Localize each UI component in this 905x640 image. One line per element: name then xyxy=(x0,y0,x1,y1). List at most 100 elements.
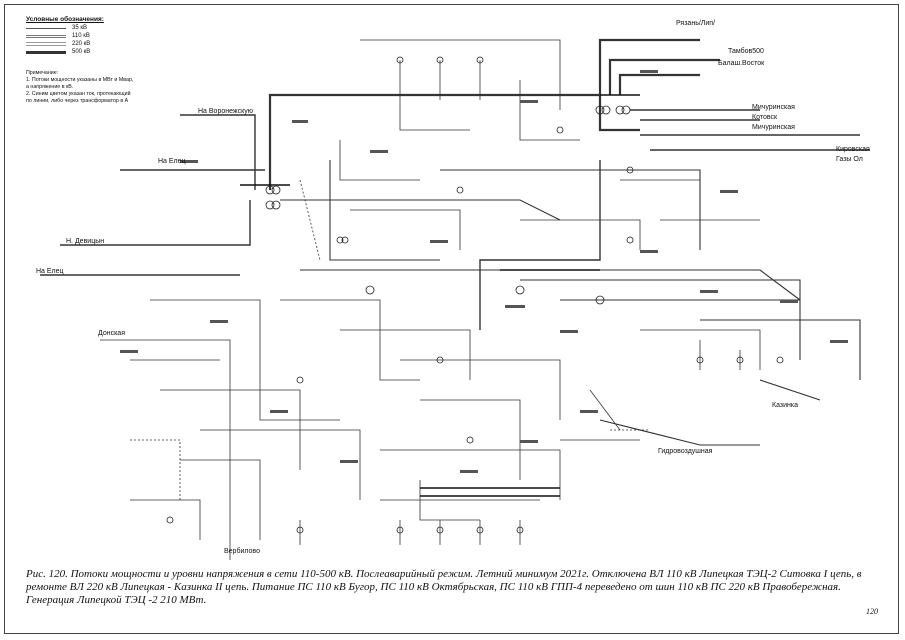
line-35kv xyxy=(130,439,181,500)
line-110kv xyxy=(350,209,461,250)
line-110kv xyxy=(399,60,470,131)
transformer-symbol xyxy=(595,295,605,305)
line-220kv xyxy=(479,160,601,330)
value-tag xyxy=(720,190,738,193)
direction-kirovskaya: Кировская xyxy=(836,146,870,153)
legend-row-220: 220 кВ xyxy=(26,40,146,48)
direction-michurinsk-1: Мичуринская xyxy=(752,104,795,111)
transformer-symbol xyxy=(436,56,444,64)
page-border xyxy=(4,4,899,634)
value-tag xyxy=(560,330,578,333)
transformer-symbol xyxy=(365,285,375,295)
direction-donskaya: Донская xyxy=(98,330,125,337)
value-tag xyxy=(210,320,228,323)
transformer-symbol xyxy=(626,166,634,174)
value-tag xyxy=(780,300,798,303)
line-110kv xyxy=(180,459,261,540)
transformer-symbol xyxy=(456,186,464,194)
transformer-symbol xyxy=(436,356,444,364)
line-110kv xyxy=(160,389,301,470)
transformer-symbol xyxy=(556,126,564,134)
notes: Примечание: 1. Потоки мощности указаны в… xyxy=(26,70,171,105)
value-tag xyxy=(640,250,658,253)
legend-label: 500 кВ xyxy=(72,49,91,55)
notes-line: а напряжение в кВ. xyxy=(26,84,74,90)
value-tag xyxy=(430,240,448,243)
value-tag xyxy=(292,120,308,123)
value-tag xyxy=(700,290,718,293)
line-500kv xyxy=(598,95,640,132)
line-220kv xyxy=(700,319,861,380)
legend-swatch-220 xyxy=(26,42,66,46)
value-tag xyxy=(180,160,198,163)
transformer-symbol xyxy=(615,105,625,115)
line-110kv xyxy=(419,480,480,521)
transformer-symbol xyxy=(396,526,404,534)
legend-row-35: 35 кВ xyxy=(26,24,146,32)
transformer-symbol xyxy=(595,105,605,115)
line-110kv xyxy=(100,339,231,560)
line-220kv xyxy=(520,279,801,360)
line-110kv xyxy=(589,389,621,431)
page-number: 120 xyxy=(866,607,878,616)
direction-gazy: Газы Ол xyxy=(836,156,863,163)
line-110kv xyxy=(340,329,471,380)
line-110kv xyxy=(380,449,561,500)
line-110kv xyxy=(520,219,641,250)
legend-swatch-500 xyxy=(26,50,66,54)
legend-label: 220 кВ xyxy=(72,41,91,47)
transformer-symbol xyxy=(396,56,404,64)
line-110kv xyxy=(339,140,420,181)
line-110kv xyxy=(200,429,361,500)
line-500kv xyxy=(608,58,720,95)
legend: Условные обозначения: 35 кВ 110 кВ 220 к… xyxy=(26,16,146,56)
line-220kv xyxy=(60,200,251,246)
value-tag xyxy=(370,150,388,153)
line-110kv xyxy=(519,80,580,141)
value-tag xyxy=(340,460,358,463)
transformer-symbol xyxy=(296,526,304,534)
line-500kv xyxy=(268,38,700,190)
direction-hydro: Гидровоздушная xyxy=(658,448,713,455)
direction-voronezh: На Воронежскую xyxy=(198,108,253,115)
value-tag xyxy=(505,305,525,308)
line-35kv xyxy=(299,179,321,261)
transformer-symbol xyxy=(265,200,275,210)
value-tag xyxy=(580,410,598,413)
line-220kv xyxy=(759,379,821,401)
direction-elets-top: На Елец xyxy=(158,158,186,165)
value-tag xyxy=(830,340,848,343)
value-tag xyxy=(460,470,478,473)
legend-label: 35 кВ xyxy=(72,25,87,31)
direction-tambov: Тамбов500 xyxy=(728,48,764,55)
line-220kv xyxy=(280,199,561,221)
transformer-symbol xyxy=(166,516,174,524)
value-tag xyxy=(120,350,138,353)
line-110kv xyxy=(130,499,201,540)
line-110kv xyxy=(420,399,521,480)
value-tag xyxy=(640,70,658,73)
line-110kv xyxy=(360,39,561,110)
direction-michurinsk-3: Мичуринская xyxy=(752,124,795,131)
line-110kv xyxy=(280,299,420,381)
direction-michurinsk-2: Котовск xyxy=(752,114,778,121)
line-500kv xyxy=(618,73,700,95)
line-220kv xyxy=(440,169,701,250)
legend-row-110: 110 кВ xyxy=(26,32,146,40)
legend-swatch-110 xyxy=(26,34,66,38)
figure-caption: Рис. 120. Потоки мощности и уровни напря… xyxy=(26,568,862,606)
line-110kv xyxy=(400,359,561,420)
transformer-symbol xyxy=(296,376,304,384)
value-tag xyxy=(520,440,538,443)
line-220kv xyxy=(599,419,760,446)
line-220kv xyxy=(300,269,801,301)
notes-line: 2. Синим цветом указан ток, протекающий xyxy=(26,91,131,97)
line-220kv xyxy=(180,114,256,190)
transformer-symbol xyxy=(466,436,474,444)
legend-label: 110 кВ xyxy=(72,33,90,39)
value-tag xyxy=(270,410,288,413)
direction-kazinka: Казинка xyxy=(772,402,798,409)
notes-heading: Примечание: xyxy=(26,70,59,76)
transformer-symbol xyxy=(265,185,275,195)
transformer-symbol xyxy=(336,236,344,244)
